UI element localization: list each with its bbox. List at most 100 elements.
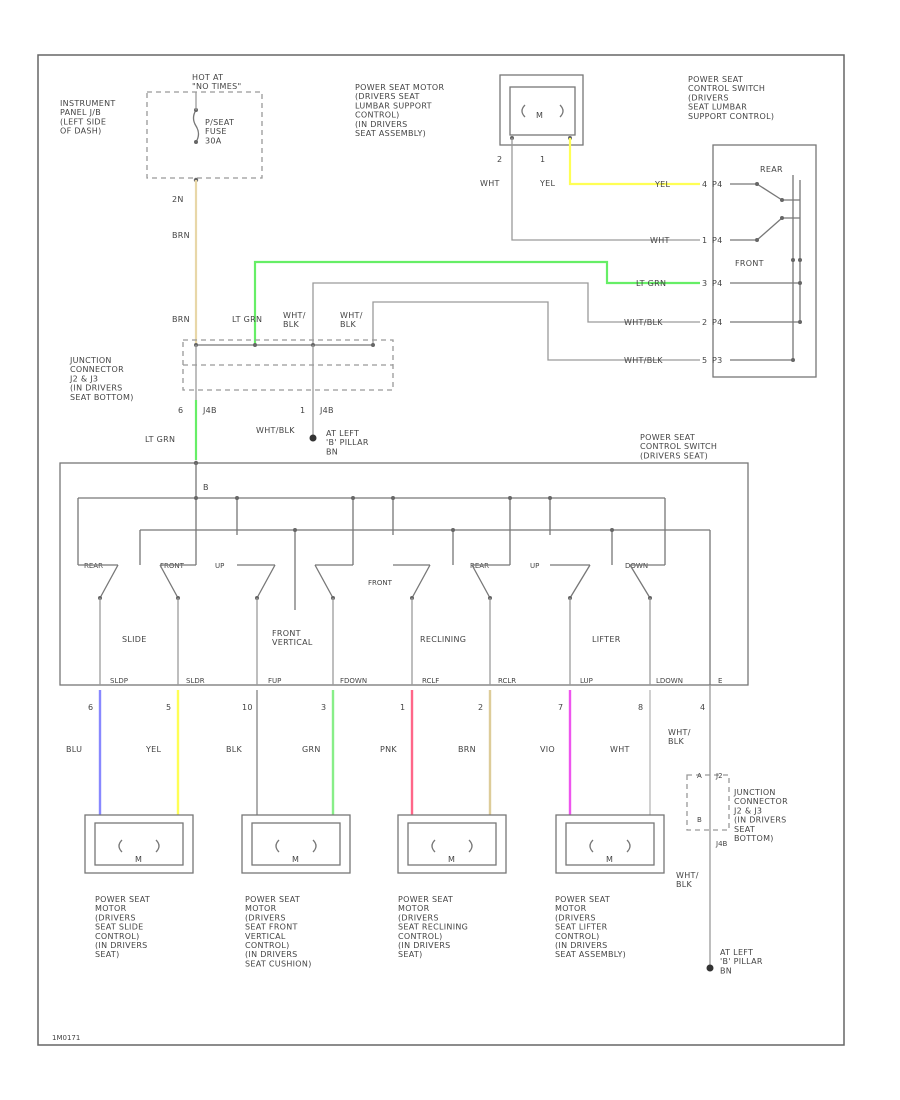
svg-text:PNK: PNK [380,745,397,754]
jc-bottom-pin-a: A [697,772,702,780]
svg-text:FDOWN: FDOWN [340,677,367,685]
svg-text:FUP: FUP [268,677,281,685]
wire-wht-blk-1-label: WHT/BLK [283,311,306,329]
svg-text:LDOWN: LDOWN [656,677,683,685]
svg-text:3: 3 [321,703,326,712]
wire-color-labels: BLU YEL BLK GRN PNK BRN VIO WHT WHT/BLK [66,728,691,754]
wire-wht-blk-2 [372,301,700,361]
motor-reclining: M [397,814,507,874]
lumbar-motor-box [499,74,584,146]
svg-text:P4: P4 [712,279,723,288]
svg-text:5: 5 [702,356,707,365]
terminal-labels: SLDP SLDR FUP FDOWN RCLF RCLR LUP LDOWN … [110,677,722,685]
svg-text:P4: P4 [712,180,723,189]
svg-text:1: 1 [400,703,405,712]
pos-rear-2: REAR [470,562,489,570]
pos-rear-1: REAR [84,562,103,570]
svg-text:YEL: YEL [654,180,671,189]
svg-text:WHT: WHT [650,236,670,245]
pos-up-2: UP [530,562,539,570]
svg-text:WHT/BLK: WHT/BLK [668,728,691,746]
svg-text:P4: P4 [712,236,723,245]
svg-text:2: 2 [478,703,483,712]
lumbar-switch-box [712,144,817,378]
svg-text:LT GRN: LT GRN [636,279,666,288]
svg-text:6: 6 [88,703,93,712]
svg-text:P3: P3 [712,356,723,365]
svg-text:M: M [135,855,142,864]
wire-lt-grn-lower-label: LT GRN [145,435,175,444]
svg-text:M: M [448,855,455,864]
svg-text:LUP: LUP [580,677,593,685]
wire-brn-upper-label: BRN [172,231,190,240]
svg-text:M: M [292,855,299,864]
diagram-frame [37,54,845,1046]
main-switch-pin-b: B [203,483,209,492]
lumbar-wire-yel-label: YEL [539,179,556,188]
j4b-left: J4B [202,406,217,415]
wire-wht-blk-2-label: WHT/BLK [340,311,363,329]
pos-front-1: FRONT [160,562,185,570]
svg-text:BLK: BLK [226,745,243,754]
lumbar-wire-wht-label: WHT [480,179,500,188]
svg-text:RCLF: RCLF [422,677,439,685]
svg-text:P4: P4 [712,318,723,327]
page-code: 1M0171 [52,1034,80,1042]
svg-text:E: E [718,677,722,685]
jc-bottom-j2: J2 [715,772,723,780]
hot-at-label: HOT AT"NO TIMES" [192,73,241,91]
fuse-symbol [192,109,200,143]
svg-text:BLU: BLU [66,745,82,754]
pin-numbers: 6 5 10 3 1 2 7 8 4 [88,703,705,712]
pin-6-top: 6 [178,406,183,415]
svg-text:SLDR: SLDR [186,677,205,685]
lumbar-switch-rows: YEL 4 P4 WHT 1 P4 LT GRN 3 P4 WHT/BLK 2 … [624,180,723,365]
lumbar-motor-m: M [536,111,543,120]
section-reclining: RECLINING [420,635,466,644]
ground-top [309,434,317,442]
pin-1-top: 1 [300,406,305,415]
svg-text:4: 4 [702,180,707,189]
main-switch-box [59,462,749,686]
section-slide: SLIDE [122,635,147,644]
svg-text:WHT: WHT [610,745,630,754]
ground-top-wire: WHT/BLK [256,426,295,435]
lumbar-switch-rear: REAR [760,165,783,174]
wire-brn-lower-label: BRN [172,315,190,324]
wire-lt-grn-top [253,260,700,345]
section-lifter: LIFTER [592,635,621,644]
svg-text:GRN: GRN [302,745,321,754]
wire-lt-grn-label: LT GRN [232,315,262,324]
switch-contacts [78,564,665,610]
svg-text:YEL: YEL [145,745,162,754]
svg-text:WHT/BLK: WHT/BLK [624,318,663,327]
lumbar-switch-front: FRONT [735,259,764,268]
bottom-wire-lower-label: WHT/BLK [676,871,699,889]
svg-text:M: M [606,855,613,864]
pin-2n: 2N [172,195,184,204]
lumbar-pin-1: 1 [540,155,545,164]
svg-text:SLDP: SLDP [110,677,128,685]
motor-slide: M [84,814,194,874]
lumbar-wire-wht [511,138,700,241]
svg-text:10: 10 [242,703,253,712]
svg-text:7: 7 [558,703,563,712]
svg-text:5: 5 [166,703,171,712]
svg-text:BRN: BRN [458,745,476,754]
svg-text:WHT/BLK: WHT/BLK [624,356,663,365]
svg-text:4: 4 [700,703,705,712]
svg-text:1: 1 [702,236,707,245]
jc-bottom-j4b: J4B [715,840,728,848]
